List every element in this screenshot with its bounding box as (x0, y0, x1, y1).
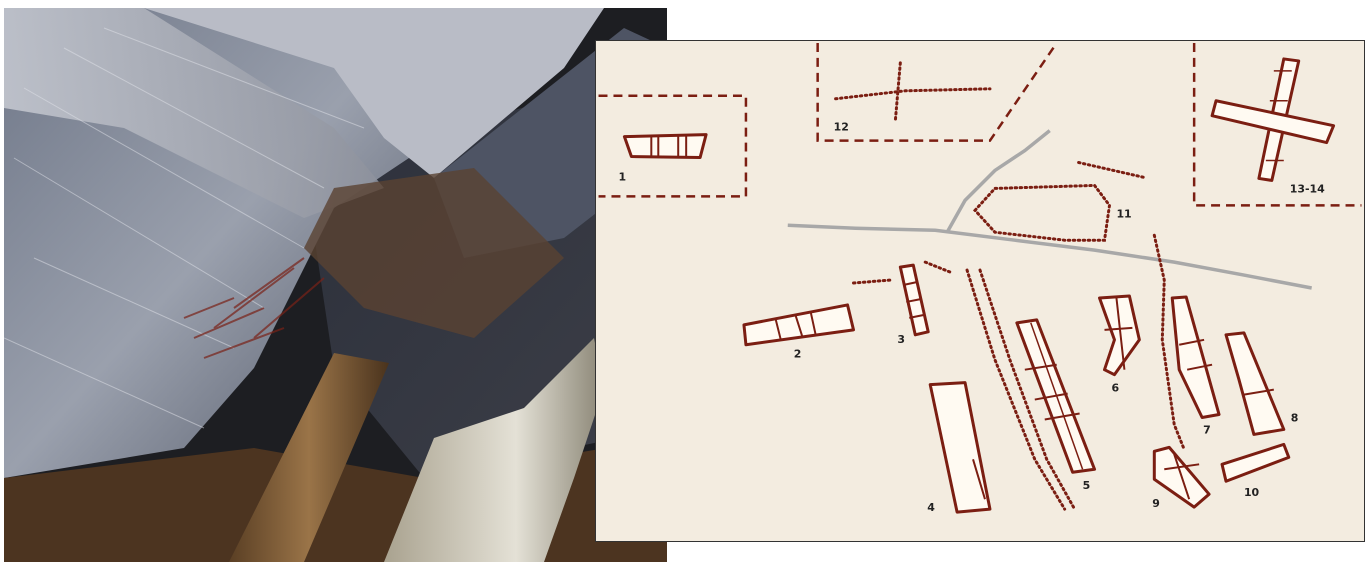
dotted-short-2 (925, 262, 950, 272)
dotted-signs (836, 63, 1185, 509)
sign-7 (1172, 297, 1219, 418)
sign-tracing-panel: 1 2 3 4 5 6 7 8 9 10 11 12 13-14 (595, 40, 1365, 542)
label-6: 6 (1111, 382, 1119, 395)
sign-3 (900, 265, 928, 335)
label-11: 11 (1116, 207, 1131, 220)
sign-4 (930, 383, 990, 512)
sign-10 (1222, 444, 1289, 481)
label-13-14: 13-14 (1290, 182, 1325, 195)
sign-5 (1017, 320, 1095, 472)
label-10: 10 (1244, 486, 1260, 499)
sign-2 (744, 305, 854, 345)
label-8: 8 (1291, 411, 1299, 424)
sign-1 (624, 135, 706, 158)
sign-6 (1100, 296, 1140, 375)
cave-photograph (4, 8, 667, 562)
sign-12-dotted (836, 89, 990, 99)
label-4: 4 (927, 501, 935, 514)
dotted-short (854, 280, 891, 283)
dotted-row (1079, 163, 1145, 178)
label-5: 5 (1083, 479, 1091, 492)
label-3: 3 (897, 333, 905, 346)
sign-11-dotted (975, 185, 1109, 240)
sign-8 (1226, 333, 1284, 435)
label-1: 1 (618, 170, 626, 183)
frame-sign-12 (818, 43, 1057, 141)
rock-crack-lines (788, 131, 1312, 288)
label-12: 12 (834, 121, 849, 134)
label-2: 2 (794, 348, 802, 361)
label-7: 7 (1203, 423, 1211, 436)
sign-9 (1154, 447, 1209, 507)
label-9: 9 (1152, 497, 1160, 510)
sign-13-14 (1212, 59, 1334, 181)
